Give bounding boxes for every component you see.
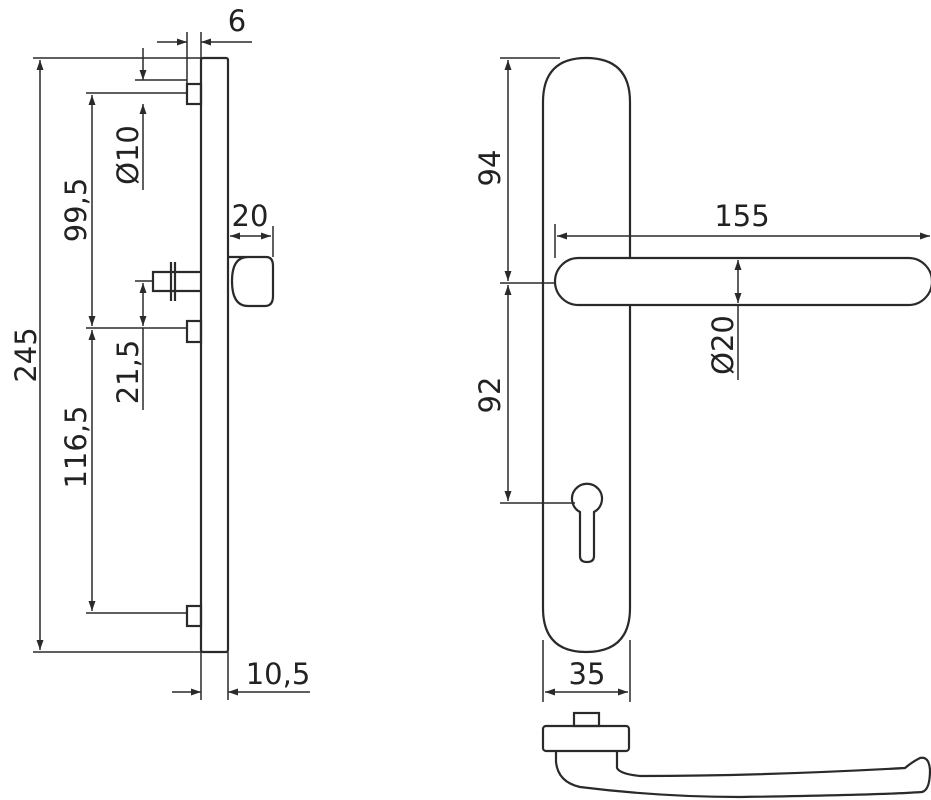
dimension-99-5: 99,5 — [59, 92, 187, 329]
dimension-92: 92 — [473, 285, 575, 504]
lever-front — [553, 256, 931, 307]
dimension-94: 94 — [473, 57, 560, 284]
lever-top-spindle — [572, 711, 601, 728]
svg-text:245: 245 — [9, 327, 43, 382]
svg-text:10,5: 10,5 — [246, 657, 311, 691]
svg-text:92: 92 — [473, 377, 507, 414]
side-view: 245 99,5 116,5 Ø10 21,5 6 — [9, 4, 310, 700]
dimension-6: 6 — [157, 4, 252, 84]
dimension-35: 35 — [542, 640, 631, 702]
dimension-20: 20 — [230, 199, 274, 257]
front-view: 94 92 155 Ø20 35 — [473, 56, 931, 702]
svg-text:20: 20 — [232, 199, 269, 233]
dimension-21-5: 21,5 — [111, 280, 153, 410]
svg-text:116,5: 116,5 — [59, 405, 93, 488]
dimension-116-5: 116,5 — [59, 330, 187, 614]
dimension-10-5: 10,5 — [172, 652, 310, 700]
fixing-pin-top — [185, 82, 203, 106]
svg-text:6: 6 — [228, 4, 246, 38]
knob-side — [228, 255, 275, 308]
svg-text:155: 155 — [714, 199, 769, 233]
dimension-diameter-20: Ø20 — [706, 260, 742, 380]
svg-text:94: 94 — [473, 150, 507, 187]
dimension-diameter-10: Ø10 — [111, 48, 187, 190]
fixing-pin-bottom — [185, 604, 203, 628]
fixing-pin-middle — [185, 319, 203, 344]
keyhole-cylinder — [570, 482, 604, 564]
backplate-side — [199, 56, 230, 654]
svg-text:Ø10: Ø10 — [111, 125, 145, 185]
lever-top-grip — [554, 751, 931, 799]
svg-text:35: 35 — [569, 657, 606, 691]
backplate-front — [541, 56, 632, 654]
svg-text:Ø20: Ø20 — [706, 315, 740, 375]
spindle — [151, 262, 201, 301]
dimension-245: 245 — [9, 57, 201, 653]
lever-top-rose — [541, 724, 631, 753]
lever-top-view — [541, 711, 931, 799]
dimension-155: 155 — [554, 199, 930, 258]
svg-text:21,5: 21,5 — [111, 340, 145, 405]
svg-text:99,5: 99,5 — [59, 178, 93, 243]
